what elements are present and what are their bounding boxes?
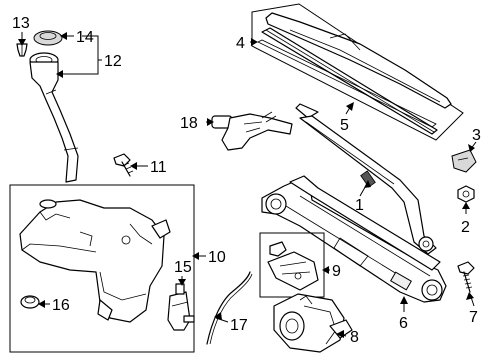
grommet: [20, 295, 40, 309]
wiper-blade: [265, 12, 452, 109]
arrowheads: [18, 32, 475, 338]
callout-4: 4: [236, 35, 245, 52]
washer-hose: [206, 271, 251, 345]
wiper-motor: [273, 293, 353, 353]
callout-13: 13: [12, 15, 30, 32]
callout-9: 9: [332, 263, 341, 280]
callout-18: 18: [180, 115, 198, 132]
reservoir-box: [9, 184, 195, 353]
wiper-pivot-arm: [211, 111, 293, 151]
callout-11: 11: [150, 159, 167, 176]
wiper-arm: [295, 103, 437, 255]
wiper-linkage: [261, 175, 447, 303]
callout-6: 6: [399, 315, 408, 332]
nut: [457, 185, 475, 203]
filler-neck: [29, 52, 79, 183]
bolt: [457, 261, 475, 293]
bolt-11: [113, 153, 134, 177]
arm-cap: [451, 149, 477, 173]
callout-17: 17: [230, 317, 248, 334]
callout-10: 10: [208, 249, 226, 266]
callout-8: 8: [350, 329, 359, 346]
wiper-refill: [261, 27, 438, 135]
callout-12: 12: [104, 53, 122, 70]
washer-reservoir: [19, 199, 171, 323]
callout-2: 2: [461, 219, 470, 236]
wiper-blade-group: [251, 3, 464, 141]
callout-16: 16: [52, 297, 70, 314]
callout-5: 5: [340, 117, 349, 134]
callout-15: 15: [174, 259, 192, 276]
washer-pump: [167, 283, 195, 331]
filler-cap: [33, 30, 63, 46]
callout-labels: 1 2 3 4 5 6 7 8 9 10 11 12 13 14 15 16 1…: [12, 15, 481, 346]
callout-3: 3: [472, 127, 481, 144]
callout-1: 1: [355, 197, 364, 214]
motor-bracket: [267, 241, 319, 291]
callout-14: 14: [76, 29, 94, 46]
callout-7: 7: [469, 309, 478, 326]
